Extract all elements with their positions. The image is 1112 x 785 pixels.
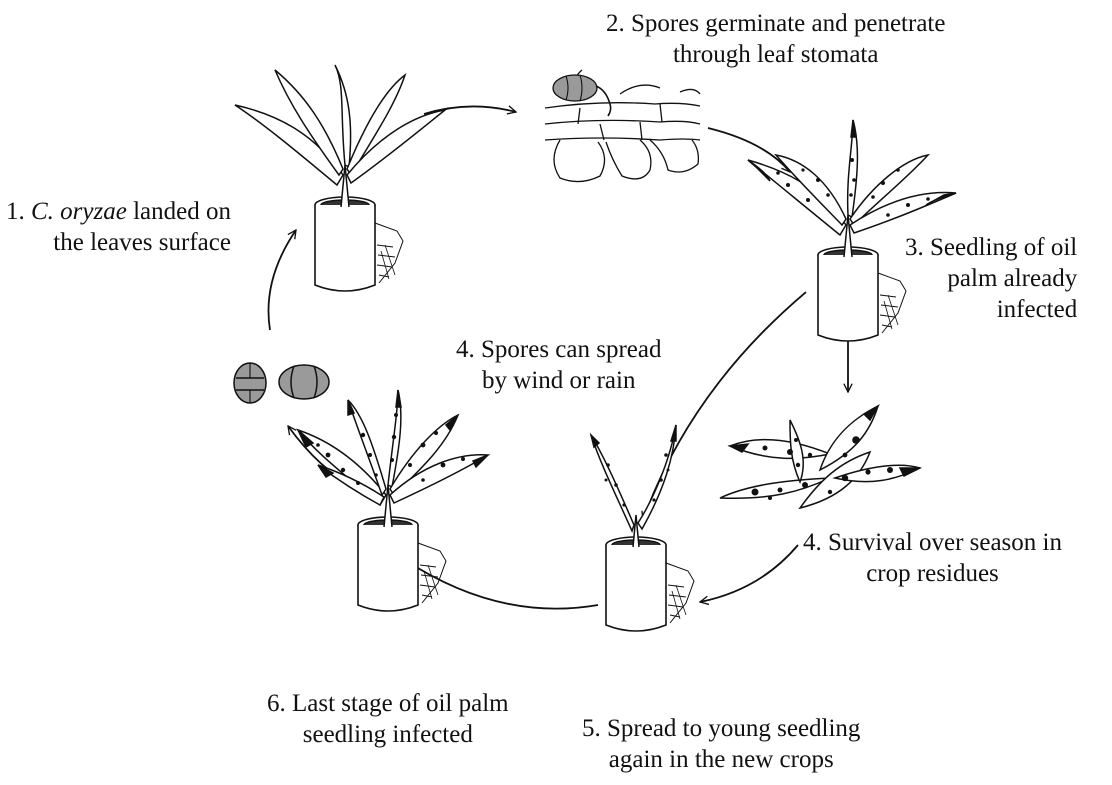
label-step-3: 3. Seedling of oil palm already infected [905, 232, 1077, 325]
label-step-1-line-1: landed on [133, 198, 231, 225]
label-step-4-spread-line-2: by wind or rain [456, 365, 662, 396]
arrow-5-to-6 [405, 560, 598, 609]
spore-on-leaf-cells-icon [545, 70, 700, 182]
label-step-1-organism: C. oryzae [31, 198, 127, 225]
label-step-3-line-1: 3. Seedling of oil [905, 232, 1077, 263]
label-step-2-line-2: through leaf stomata [606, 39, 945, 70]
label-step-4-survival-line-2: crop residues [803, 558, 1062, 589]
infected-crop-residue-icon [720, 406, 920, 508]
label-step-3-line-2: palm already [905, 263, 1077, 294]
label-step-2-line-1: 2. Spores germinate and penetrate [606, 8, 945, 39]
arrow-2-to-3 [708, 128, 790, 172]
label-step-6: 6. Last stage of oil palm seedling infec… [267, 688, 509, 750]
label-step-1-number: 1. [6, 198, 25, 225]
conidium-right-icon [279, 365, 329, 399]
arrow-spores-to-1 [268, 230, 296, 330]
label-step-2: 2. Spores germinate and penetrate throug… [606, 8, 945, 70]
severely-infected-seedling-pot-icon [298, 390, 488, 611]
conidium-icon [553, 75, 597, 101]
label-step-5-line-2: again in the new crops [582, 744, 860, 775]
label-step-1: 1. C. oryzae landed on the leaves surfac… [6, 196, 231, 258]
label-step-6-line-1: 6. Last stage of oil palm [267, 688, 509, 719]
label-step-4-survival: 4. Survival over season in crop residues [803, 527, 1062, 589]
label-step-4-survival-line-1: 4. Survival over season in [803, 527, 1062, 558]
label-step-5-line-1: 5. Spread to young seedling [582, 713, 860, 744]
conidia-spores-icon [234, 363, 329, 403]
label-step-1-line-2: the leaves surface [6, 227, 231, 258]
arrow-residue-to-5 [700, 545, 798, 602]
label-step-6-line-2: seedling infected [267, 719, 509, 750]
healthy-seedling-pot-icon [235, 65, 445, 291]
young-seedling-pot-icon [591, 425, 694, 631]
label-step-5: 5. Spread to young seedling again in the… [582, 713, 860, 775]
label-step-3-line-3: infected [905, 294, 1077, 325]
label-step-4-spread: 4. Spores can spread by wind or rain [456, 334, 662, 396]
label-step-4-spread-line-1: 4. Spores can spread [456, 334, 662, 365]
